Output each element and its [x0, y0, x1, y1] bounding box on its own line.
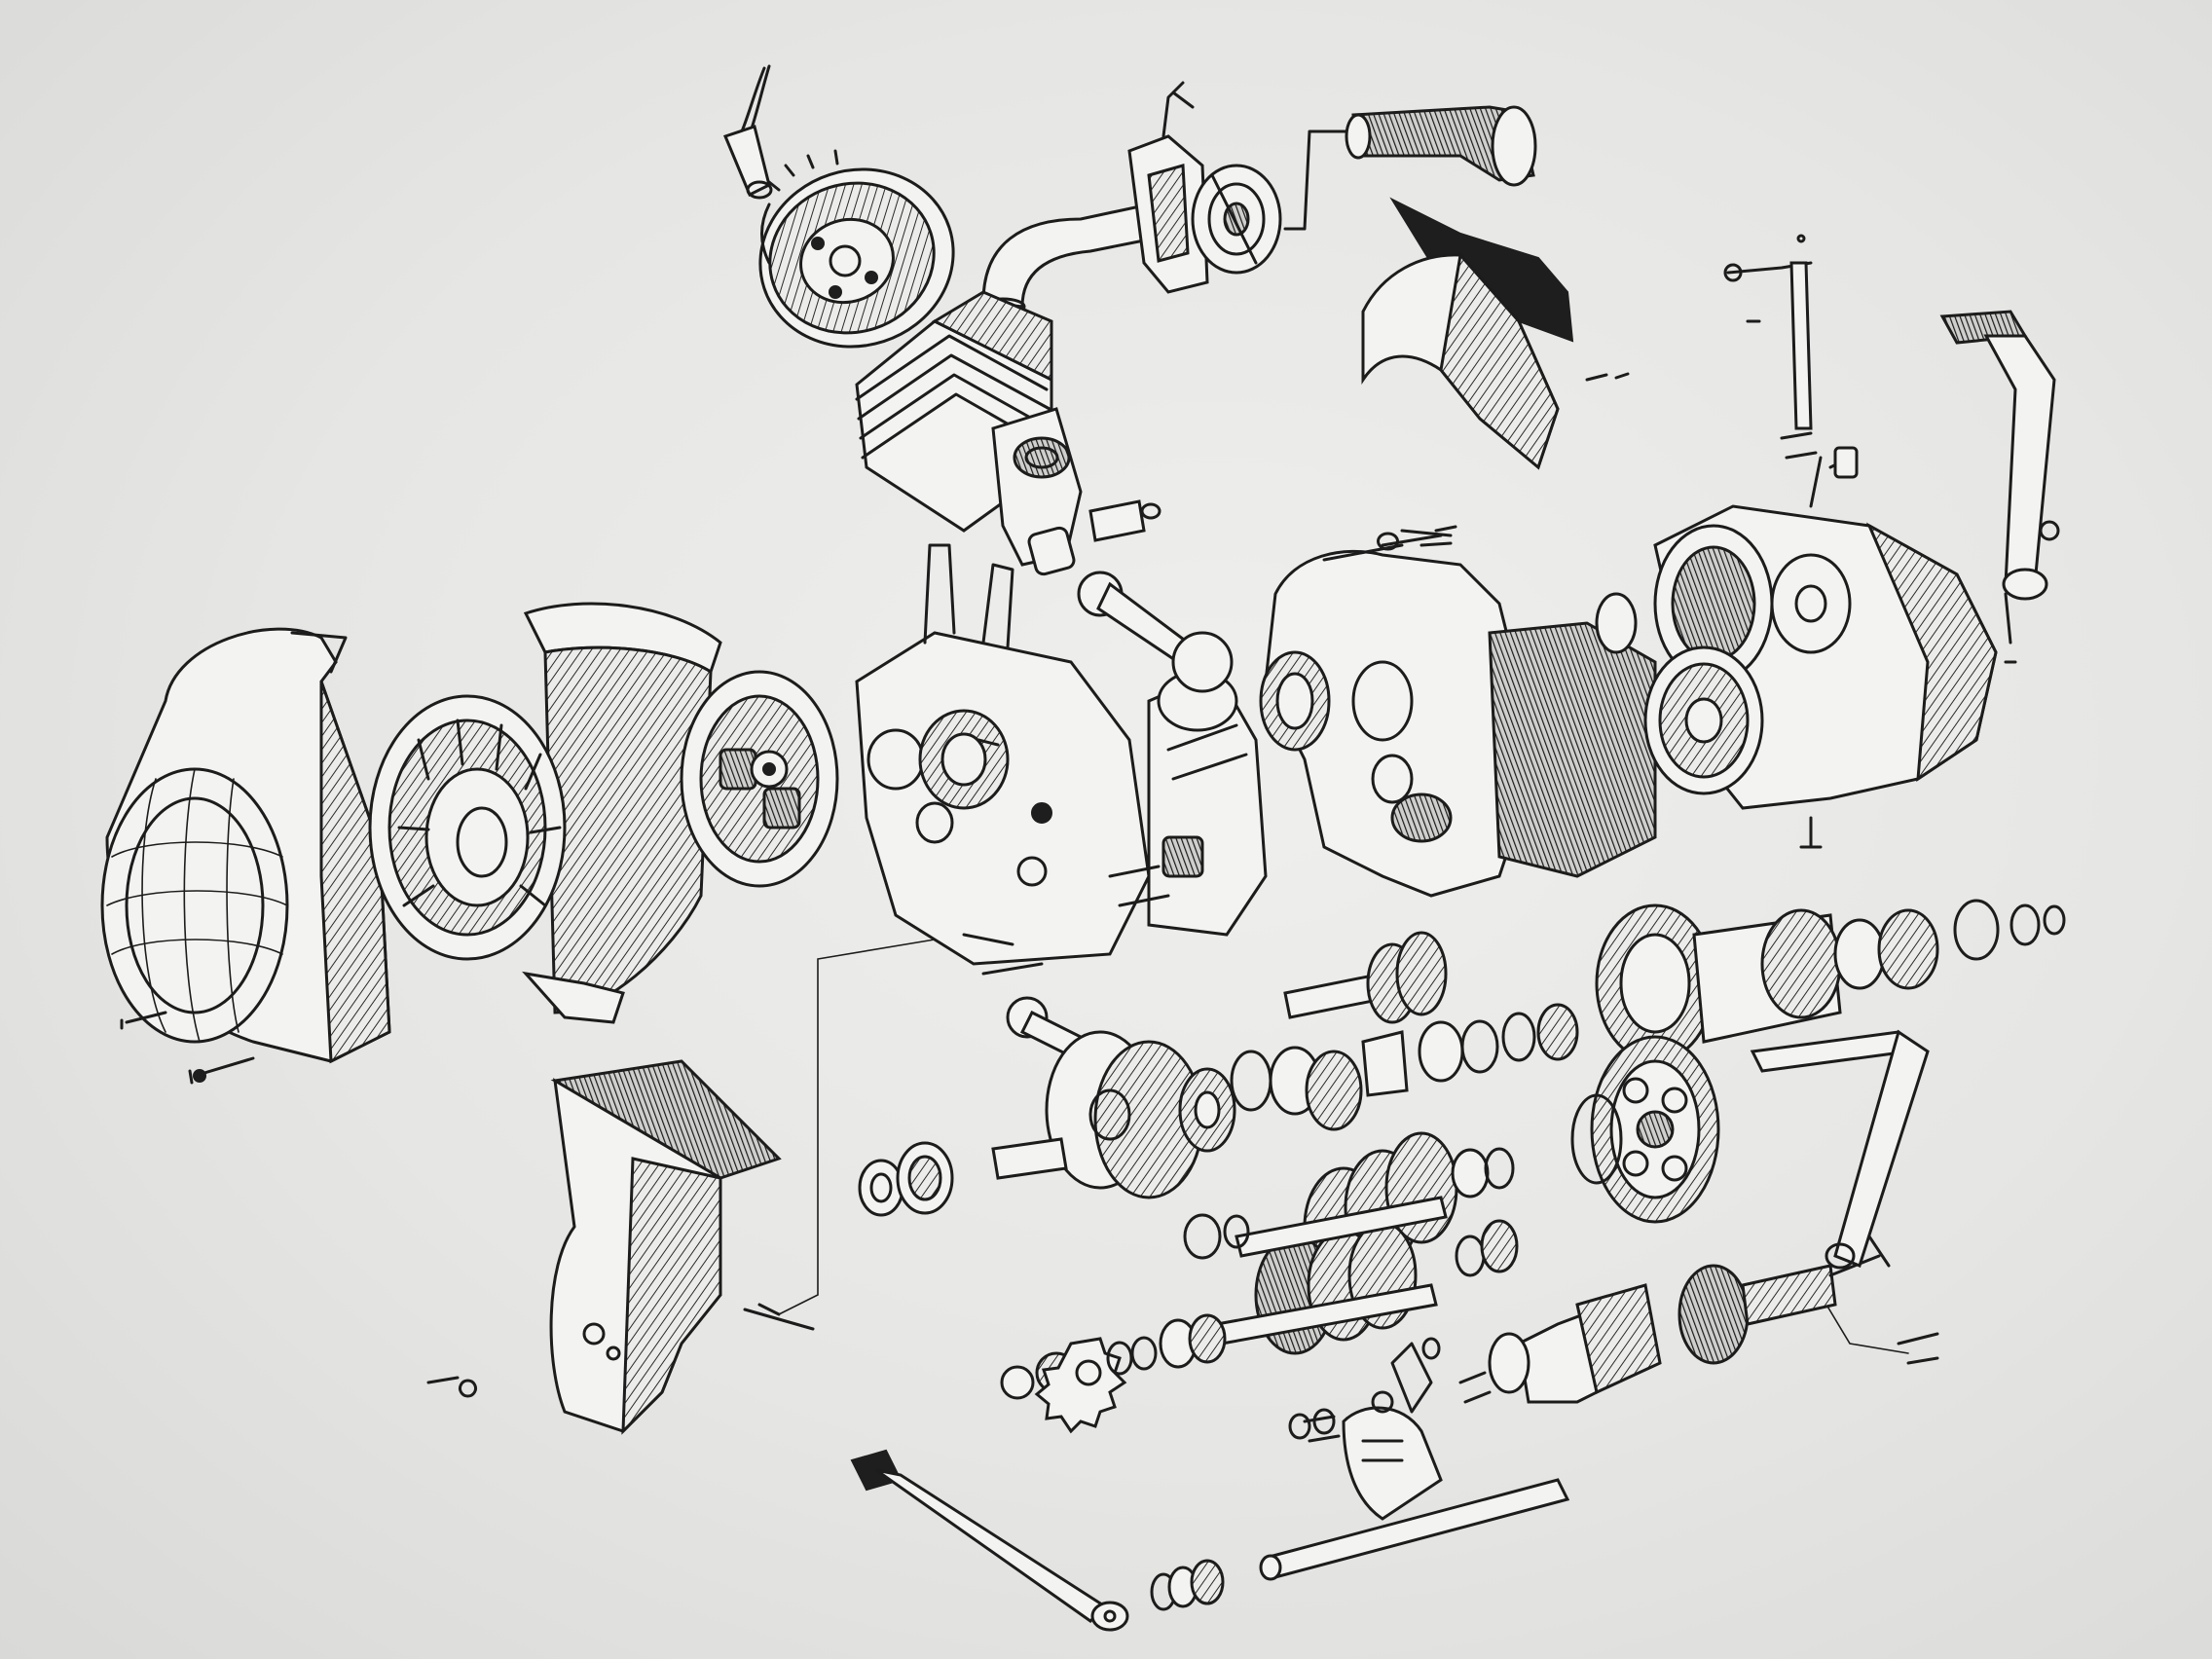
bearings	[858, 1003, 1579, 1217]
fan-cover	[100, 627, 391, 1064]
gear-shift-rod	[1723, 234, 1818, 460]
clutch-cover	[1643, 446, 1998, 810]
washers	[1150, 1408, 1336, 1611]
primary-gear	[1570, 1035, 1720, 1224]
cylinder	[855, 290, 1083, 576]
selector-shaft	[1259, 1337, 1570, 1581]
fan-cover-bolts	[120, 1011, 255, 1085]
crankcase-right	[1259, 525, 1657, 898]
piston-pin	[1088, 499, 1161, 542]
clutch-basket	[1595, 899, 2066, 1063]
kickstart-mechanism	[1488, 1029, 1930, 1404]
drive-sprocket	[1000, 1313, 1227, 1434]
gearbox-shaft	[1183, 931, 1519, 1355]
flywheel-magneto	[758, 149, 955, 349]
gear-shift-lever	[850, 1449, 1129, 1632]
stator-plate	[680, 670, 839, 888]
carburetor-cover	[1361, 197, 1630, 470]
spark-plug-cap	[722, 64, 773, 200]
connecting-rod-upper	[1077, 571, 1234, 693]
intake-pipe	[979, 203, 1156, 316]
air-intake-hose	[1283, 105, 1537, 231]
cooling-shroud	[522, 602, 722, 1024]
carburetor	[1127, 81, 1282, 294]
bolts	[962, 529, 1939, 1365]
chain-guard	[426, 1059, 815, 1435]
crankshaft	[991, 996, 1204, 1199]
kickstart-lever-top	[1939, 310, 2060, 664]
crankcase-left	[855, 543, 1268, 966]
leader-lines	[778, 939, 1909, 1354]
fan-rotor	[368, 694, 567, 961]
